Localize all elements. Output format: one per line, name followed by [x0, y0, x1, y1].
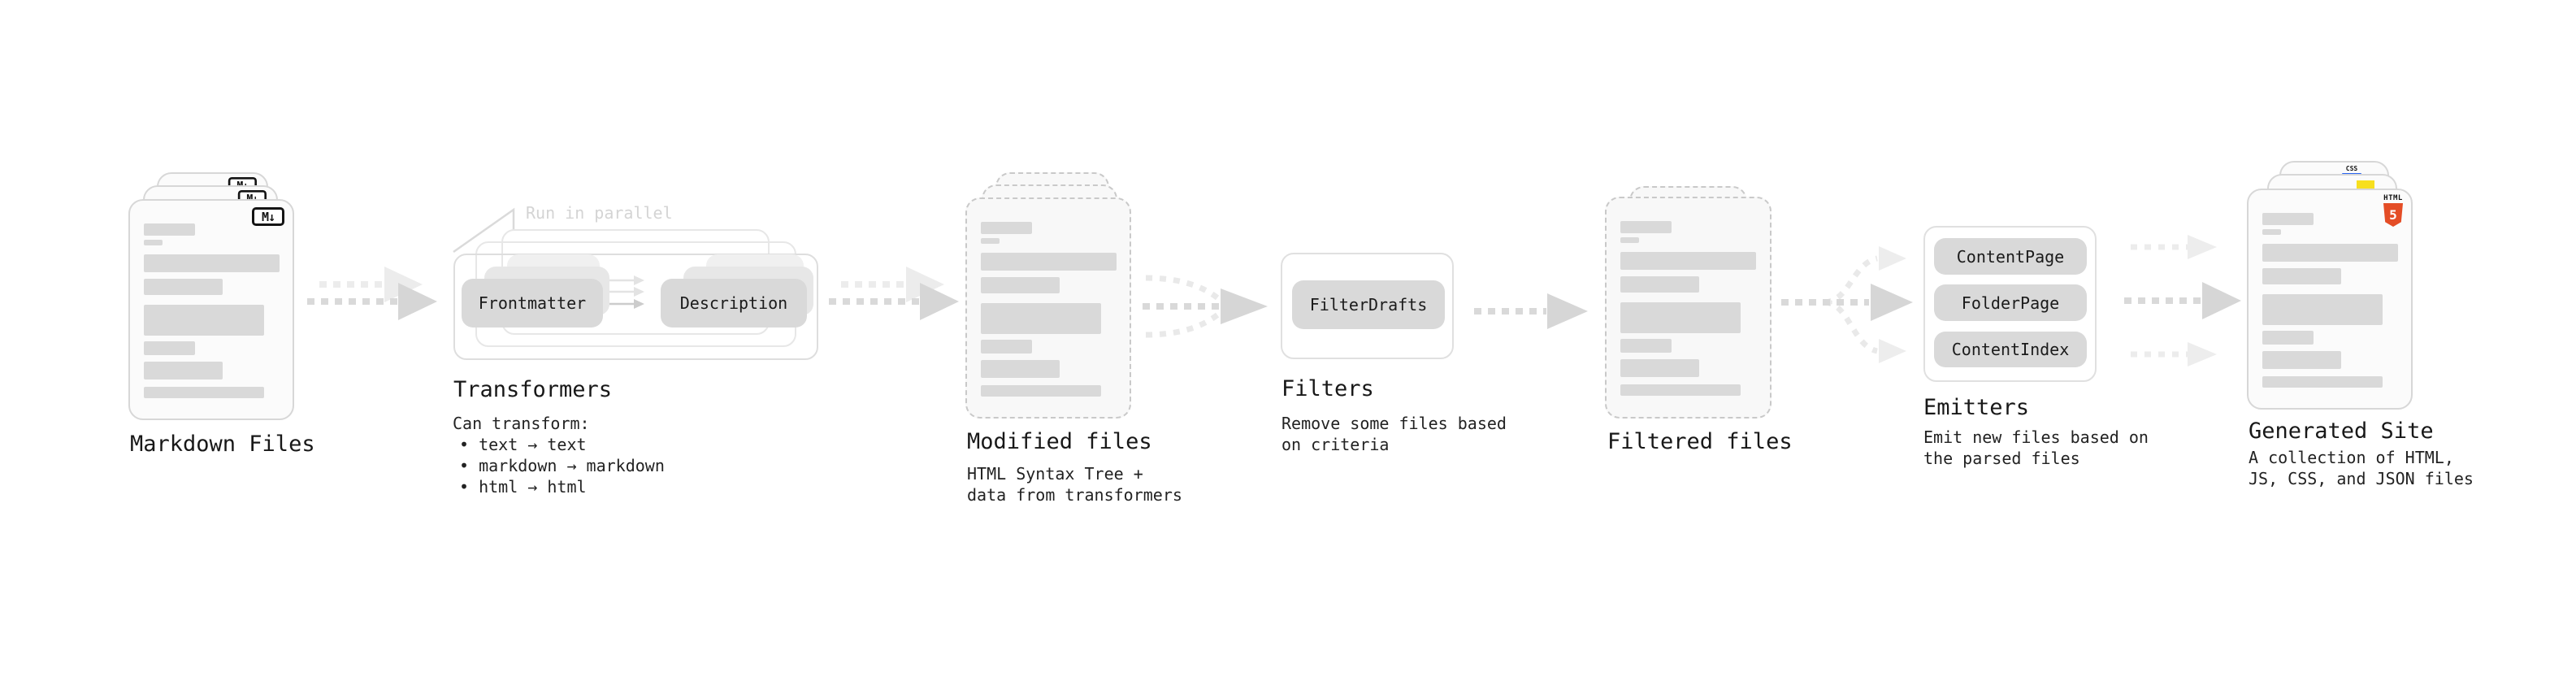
- run-in-parallel-note: Run in parallel: [526, 203, 673, 223]
- modified-file-card: [965, 197, 1131, 419]
- document-skeleton: [981, 222, 1130, 397]
- flow-arrow-emitters-to-site: [2124, 235, 2241, 367]
- transformers-bullet: • markdown → markdown: [459, 456, 665, 475]
- markdown-icon: M↓: [252, 207, 284, 226]
- skeleton-bar: [144, 240, 163, 245]
- skeleton-bar: [144, 362, 223, 380]
- skeleton-bar: [144, 279, 223, 295]
- generated-site-label: Generated Site: [2249, 419, 2434, 444]
- document-skeleton: [1620, 221, 1770, 396]
- flow-arrow-transformers-to-modified: [829, 267, 959, 320]
- skeleton-bar: [144, 387, 264, 398]
- parallel-arrows-icon: [609, 275, 644, 309]
- skeleton-bar: [1620, 339, 1672, 353]
- emitters-subtitle-line: the parsed files: [1923, 449, 2080, 468]
- skeleton-bar: [1620, 302, 1741, 333]
- skeleton-bar: [2262, 331, 2314, 345]
- skeleton-bar: [1620, 221, 1672, 233]
- run-in-parallel-callout-line: [453, 207, 515, 254]
- transformers-heading: Transformers: [453, 377, 613, 402]
- html5-icon: HTML 5: [2383, 195, 2404, 227]
- emitters-subtitle-line: Emit new files based on: [1923, 427, 2149, 447]
- skeleton-bar: [981, 340, 1032, 354]
- skeleton-bar: [2262, 351, 2341, 369]
- skeleton-bar: [1620, 276, 1699, 293]
- transformers-bullet: • text → text: [459, 435, 587, 454]
- emitter-pill-contentindex: ContentIndex: [1934, 332, 2087, 367]
- emitters-heading: Emitters: [1923, 395, 2030, 420]
- flow-arrow-filtered-to-emitters: [1781, 246, 1913, 363]
- transformers-box: [453, 254, 818, 360]
- skeleton-bar: [1620, 237, 1639, 243]
- skeleton-bar: [2262, 244, 2398, 262]
- flow-arrow-modified-to-filters: [1143, 275, 1268, 338]
- skeleton-bar: [2262, 268, 2341, 284]
- document-skeleton: [144, 223, 293, 398]
- modified-files-subtitle-line: HTML Syntax Tree +: [967, 464, 1143, 484]
- transformers-subtitle: Can transform:: [453, 414, 590, 433]
- skeleton-bar: [981, 253, 1117, 271]
- emitter-pill-contentpage: ContentPage: [1934, 238, 2087, 275]
- transformer-pill-description: Description: [661, 279, 807, 327]
- filters-subtitle-line: on criteria: [1281, 435, 1390, 454]
- modified-files-label: Modified files: [967, 429, 1152, 454]
- flow-arrow-filters-to-filtered: [1474, 293, 1588, 329]
- skeleton-bar: [981, 360, 1060, 378]
- transformers-bullet: • html → html: [459, 477, 587, 497]
- skeleton-bar: [144, 305, 264, 336]
- skeleton-bar: [981, 385, 1101, 397]
- flow-arrow-markdown-to-transformers: [307, 267, 437, 320]
- site-file-card: HTML 5: [2247, 189, 2413, 410]
- skeleton-bar: [2262, 229, 2281, 235]
- generated-site-subtitle-line: JS, CSS, and JSON files: [2249, 469, 2474, 488]
- transformer-pill-frontmatter: Frontmatter: [462, 279, 603, 327]
- skeleton-bar: [1620, 359, 1699, 377]
- filtered-file-card: [1605, 197, 1772, 419]
- skeleton-bar: [1620, 384, 1741, 396]
- js-file-icon: [2357, 180, 2374, 189]
- document-skeleton: [2262, 213, 2411, 388]
- skeleton-bar: [144, 341, 195, 355]
- markdown-files-label: Markdown Files: [130, 432, 315, 457]
- skeleton-bar: [144, 223, 195, 236]
- filters-heading: Filters: [1281, 376, 1374, 401]
- filtered-files-label: Filtered files: [1607, 429, 1793, 454]
- skeleton-bar: [981, 303, 1101, 334]
- skeleton-bar: [981, 222, 1032, 234]
- skeleton-bar: [2262, 376, 2383, 388]
- generated-site-subtitle-line: A collection of HTML,: [2249, 448, 2454, 467]
- filter-pill-filterdrafts: FilterDrafts: [1292, 280, 1445, 329]
- skeleton-bar: [981, 277, 1060, 293]
- skeleton-bar: [1620, 252, 1756, 270]
- modified-files-subtitle-line: data from transformers: [967, 485, 1182, 505]
- markdown-file-card: M↓: [128, 199, 294, 420]
- skeleton-bar: [144, 254, 280, 272]
- skeleton-bar: [2262, 294, 2383, 325]
- skeleton-bar: [2262, 213, 2314, 225]
- emitter-pill-folderpage: FolderPage: [1934, 284, 2087, 321]
- skeleton-bar: [981, 238, 1000, 244]
- filters-subtitle-line: Remove some files based: [1281, 414, 1507, 433]
